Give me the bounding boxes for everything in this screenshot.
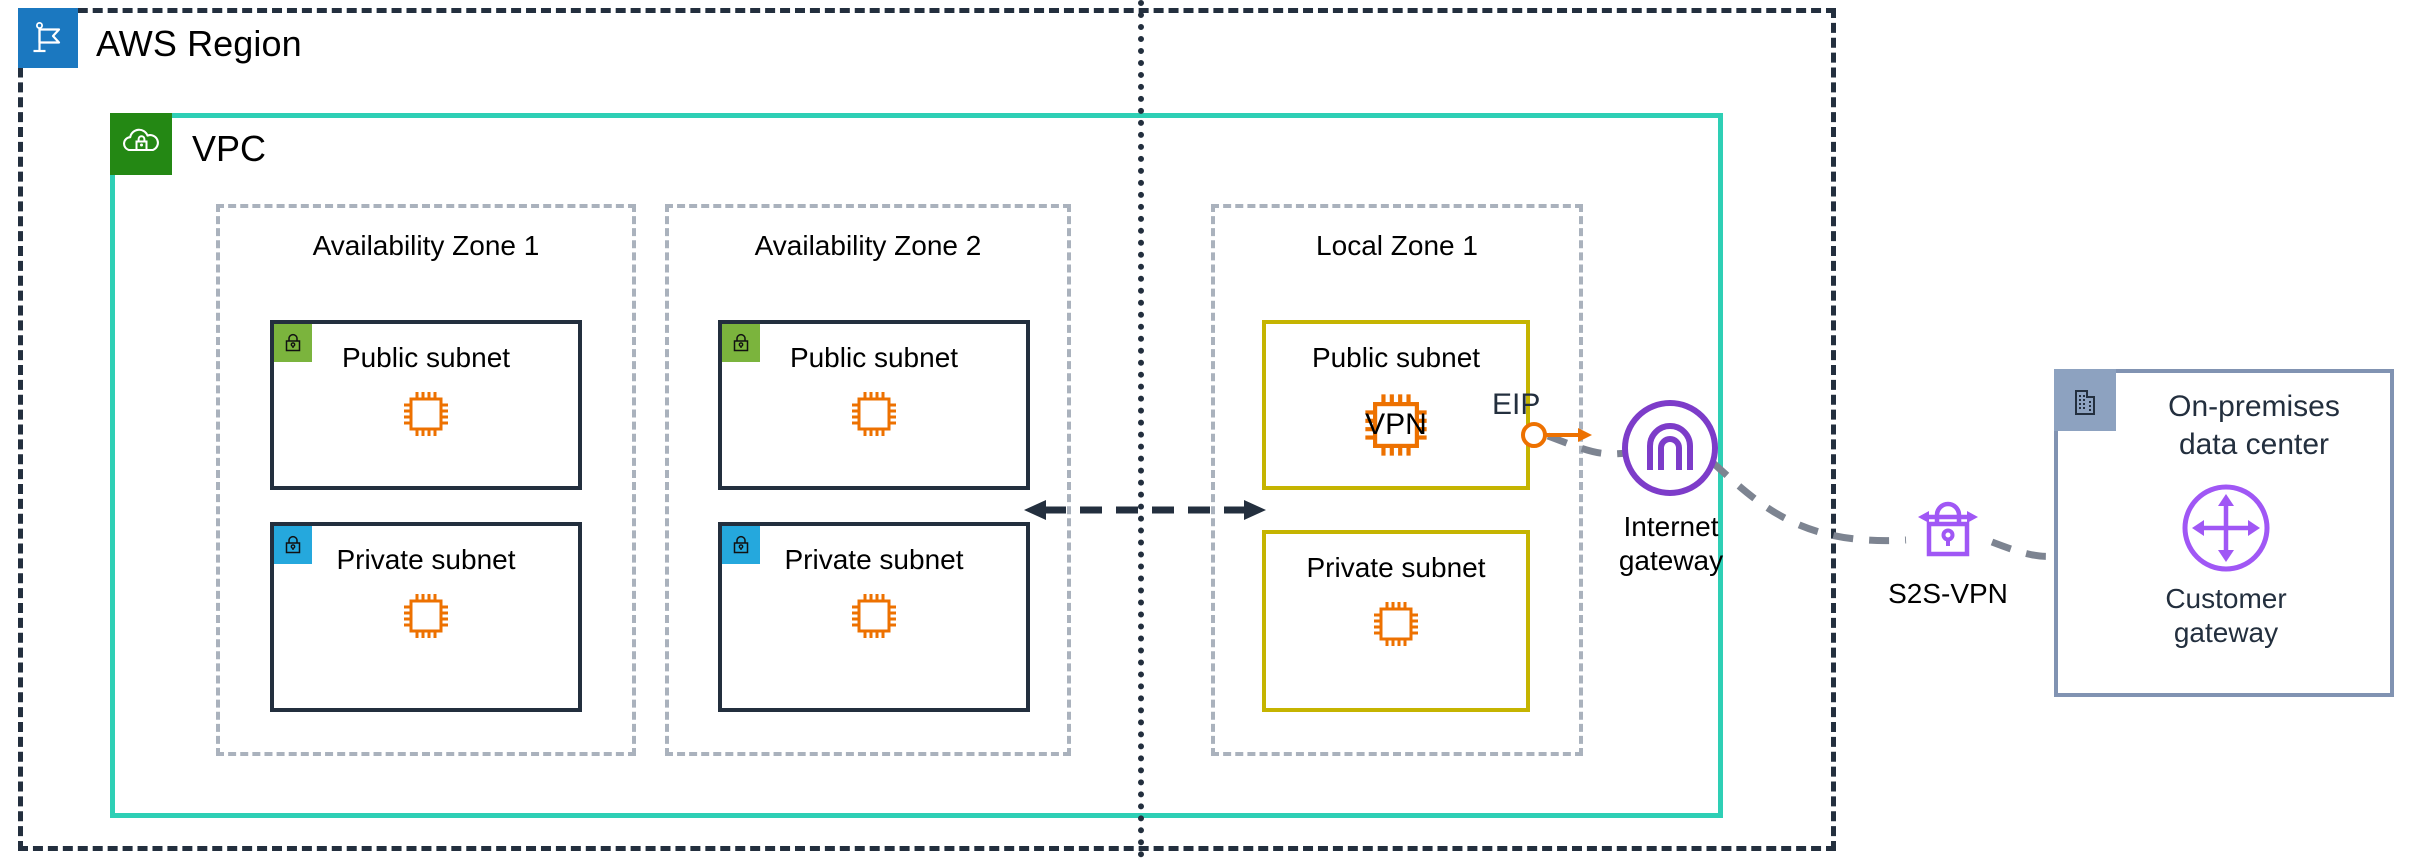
subnet-az1-public: Public subnet [270, 320, 582, 490]
subnet-lz1-private: Private subnet [1262, 530, 1530, 712]
lock-icon [722, 526, 760, 564]
internet-gateway-icon [1620, 398, 1720, 498]
ec2-instance-icon [722, 386, 1026, 442]
onprem-title-line2: data center [2178, 428, 2330, 461]
bidirectional-dashed-arrow-icon [1020, 480, 1270, 540]
subnet-label: Public subnet [789, 342, 959, 373]
vpn-instance-label: VPN [1365, 408, 1427, 441]
subnet-label: Private subnet [336, 544, 516, 575]
lock-icon [274, 324, 312, 362]
zone-title: Local Zone 1 [1316, 230, 1478, 261]
vpc-title: VPC [192, 128, 267, 169]
onprem-title-line1: On-premises [2168, 390, 2340, 423]
subnet-label: Private subnet [784, 544, 964, 575]
cgw-label-line2: gateway [2173, 617, 2279, 648]
region-flag-icon [18, 8, 78, 68]
cgw-label-line1: Customer [2165, 583, 2287, 614]
subnet-az2-public: Public subnet [718, 320, 1030, 490]
availability-zone-2-container: Availability Zone 2 [665, 204, 1071, 756]
ec2-instance-icon [274, 386, 578, 442]
zone-title: Availability Zone 1 [312, 230, 540, 261]
lock-icon [274, 526, 312, 564]
site-to-site-vpn-icon [1912, 490, 1984, 562]
ec2-instance-icon [1266, 596, 1526, 652]
ec2-instance-vpn-icon: VPN [1266, 386, 1526, 464]
onpremises-title: On-premises data center [2118, 388, 2390, 464]
s2s-vpn-label: S2S-VPN [1888, 578, 2008, 609]
availability-zone-1-container: Availability Zone 1 [216, 204, 636, 756]
customer-gateway-label: Customer gateway [2120, 582, 2332, 650]
internet-gateway-label: Internet gateway [1566, 510, 1776, 578]
subnet-label: Public subnet [1311, 342, 1481, 373]
eip-label: EIP [1492, 388, 1541, 421]
region-title: AWS Region [96, 23, 302, 64]
lock-icon [722, 324, 760, 362]
subnet-label: Public subnet [341, 342, 511, 373]
igw-label-line2: gateway [1618, 545, 1724, 576]
subnet-az2-private: Private subnet [718, 522, 1030, 712]
aws-region-container [18, 8, 1836, 851]
customer-gateway-icon [2178, 480, 2274, 576]
subnet-label: Private subnet [1306, 552, 1486, 583]
subnet-az1-private: Private subnet [270, 522, 582, 712]
corporate-data-center-icon [2054, 369, 2116, 431]
local-zone-1-container: Local Zone 1 [1211, 204, 1583, 756]
vpc-cloud-lock-icon [110, 113, 172, 175]
zone-title: Availability Zone 2 [754, 230, 982, 261]
subnet-lz1-public: Public subnet VPN [1262, 320, 1530, 490]
ec2-instance-icon [722, 588, 1026, 644]
ec2-instance-icon [274, 588, 578, 644]
igw-label-line1: Internet [1623, 511, 1719, 542]
zone-divider [1138, 0, 1144, 858]
elastic-ip-marker-icon [1520, 412, 1600, 458]
